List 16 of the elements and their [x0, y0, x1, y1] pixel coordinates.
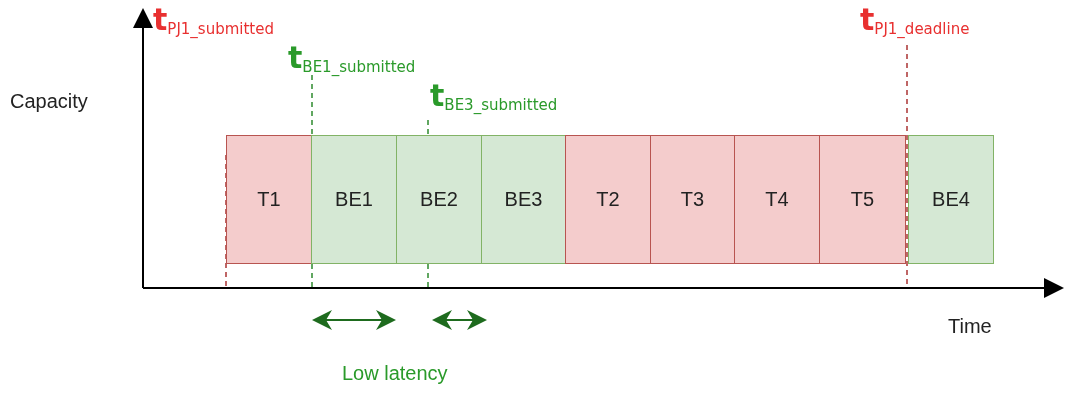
time-marker-label: t$_{PJ1_submitted}$ [153, 2, 274, 38]
task-block: T3 [650, 135, 735, 264]
task-block: T1 [226, 135, 312, 264]
axis-label: Capacity [10, 90, 88, 113]
best-effort-block: BE1 [311, 135, 397, 264]
time-marker-label: t$_{BE3_submitted}$ [430, 78, 558, 114]
time-marker-label: t$_{PJ1_deadline}$ [860, 2, 970, 38]
task-block: T5 [819, 135, 906, 264]
annotation-label: Low latency [342, 362, 448, 385]
axis-label: Time [948, 315, 992, 338]
task-block: T4 [734, 135, 820, 264]
best-effort-block: BE4 [908, 135, 994, 264]
time-marker-label: t$_{BE1_submitted}$ [288, 40, 416, 76]
best-effort-block: BE3 [481, 135, 566, 264]
best-effort-block: BE2 [396, 135, 482, 264]
task-block: T2 [565, 135, 651, 264]
